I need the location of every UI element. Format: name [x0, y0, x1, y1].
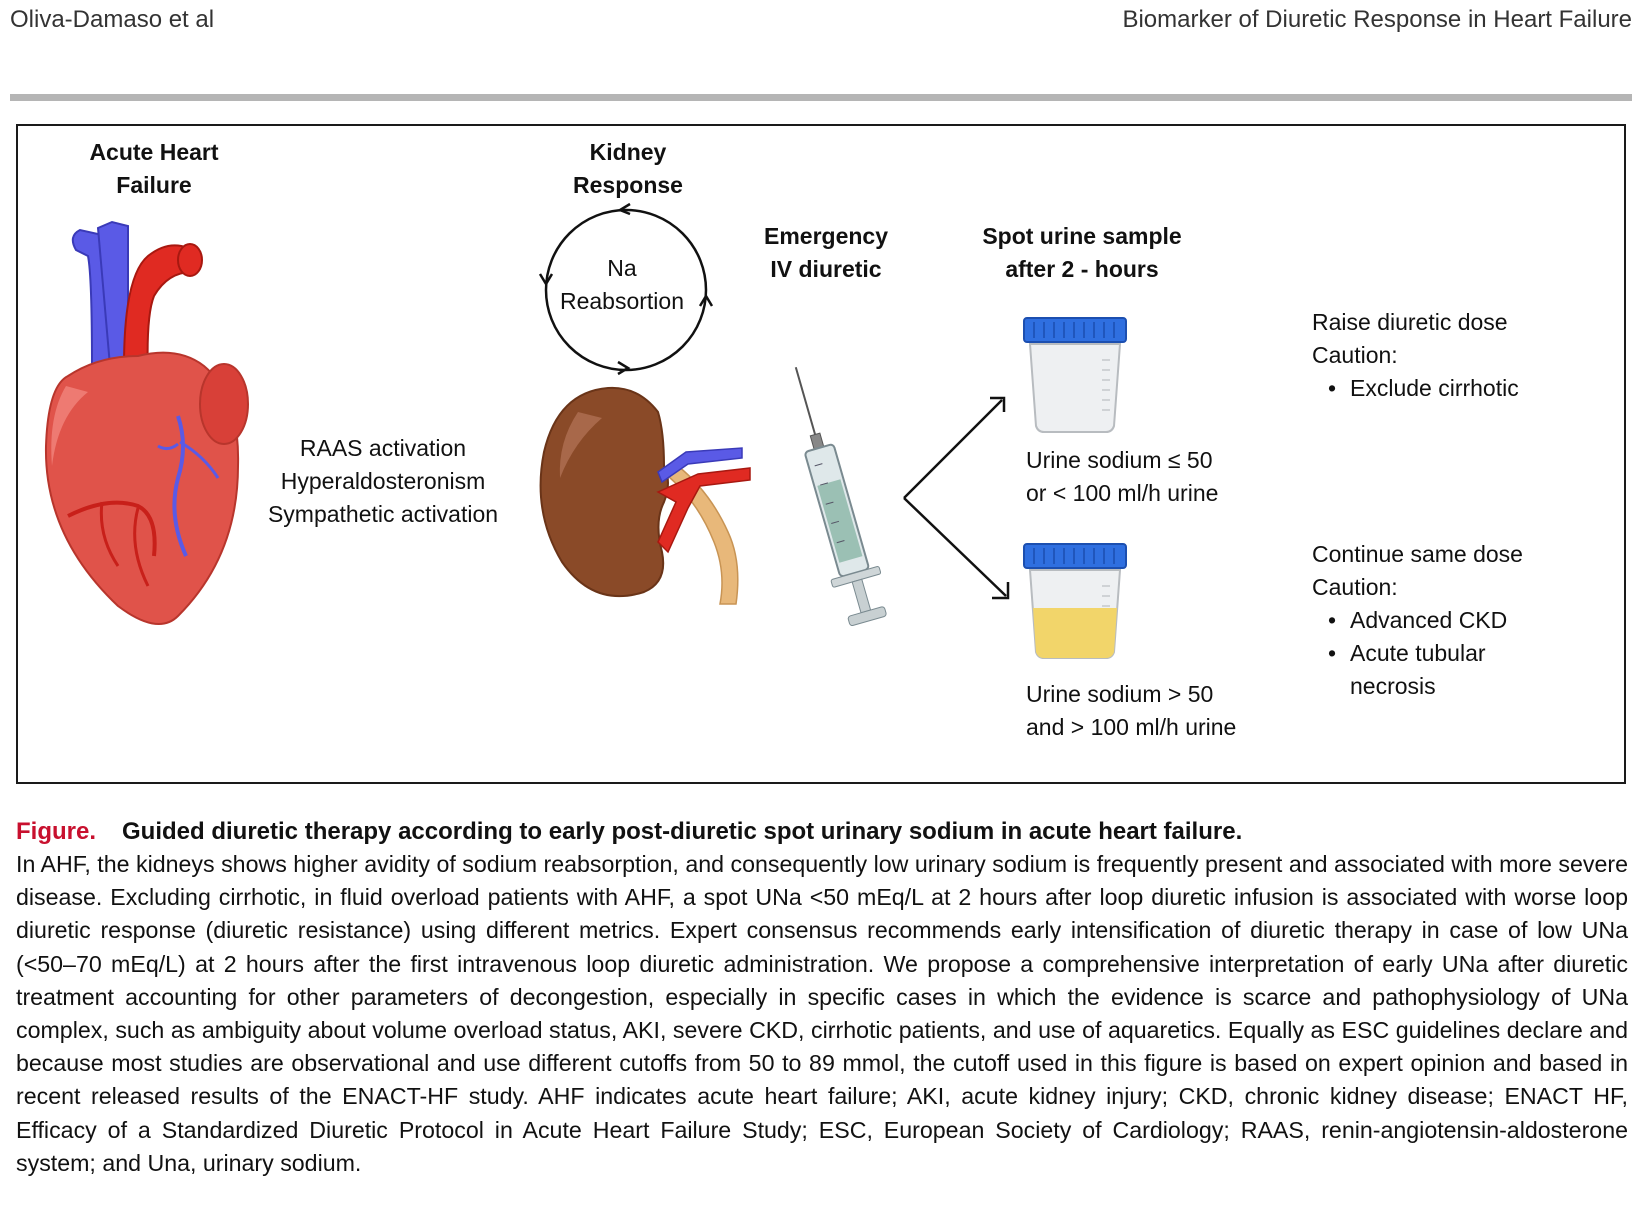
heart-icon — [44, 220, 249, 625]
diuretic-title: Emergency IV diuretic — [763, 223, 888, 282]
caption-label: Figure. — [16, 818, 97, 845]
branch-arrows-icon — [903, 396, 1010, 600]
sample-title: Spot urine sample after 2 - hours — [982, 223, 1182, 282]
figure-panel: Acute Heart Failure RAAS activation Hype… — [16, 124, 1626, 784]
action-continue-dose: Continue same dose Caution: Advanced CKD… — [1312, 538, 1612, 703]
low-sodium-result: Urine sodium ≤ 50 or < 100 ml/h urine — [1026, 447, 1219, 506]
header-rule — [10, 94, 1632, 101]
cycle-label: Na Reabsortion — [559, 255, 685, 314]
activation-list: RAAS activation Hyperaldosteronism Sympa… — [267, 435, 499, 527]
caption-title: Figure.Guided diuretic therapy according… — [16, 818, 1243, 845]
figure-caption: Figure.Guided diuretic therapy according… — [16, 818, 1628, 1180]
kidney-title: Kidney Response — [573, 139, 683, 198]
running-header-authors: Oliva-Damaso et al — [10, 6, 215, 33]
high-sodium-result: Urine sodium > 50 and > 100 ml/h urine — [1026, 681, 1237, 740]
running-header-title: Biomarker of Diuretic Response in Heart … — [1122, 6, 1632, 33]
caution-list-high: Advanced CKD Acute tubular necrosis — [1312, 604, 1612, 703]
action-raise-dose: Raise diuretic dose Caution: Exclude cir… — [1312, 306, 1612, 405]
caption-body: In AHF, the kidneys shows higher avidity… — [16, 851, 1628, 1176]
heart-title: Acute Heart Failure — [89, 139, 219, 198]
syringe-icon — [794, 366, 887, 627]
empty-urine-cup-icon — [1023, 317, 1127, 433]
filled-urine-cup-icon — [1023, 543, 1127, 659]
reabsorption-cycle-icon — [538, 202, 714, 376]
caution-list-low: Exclude cirrhotic — [1312, 372, 1612, 405]
kidney-icon — [539, 386, 751, 605]
